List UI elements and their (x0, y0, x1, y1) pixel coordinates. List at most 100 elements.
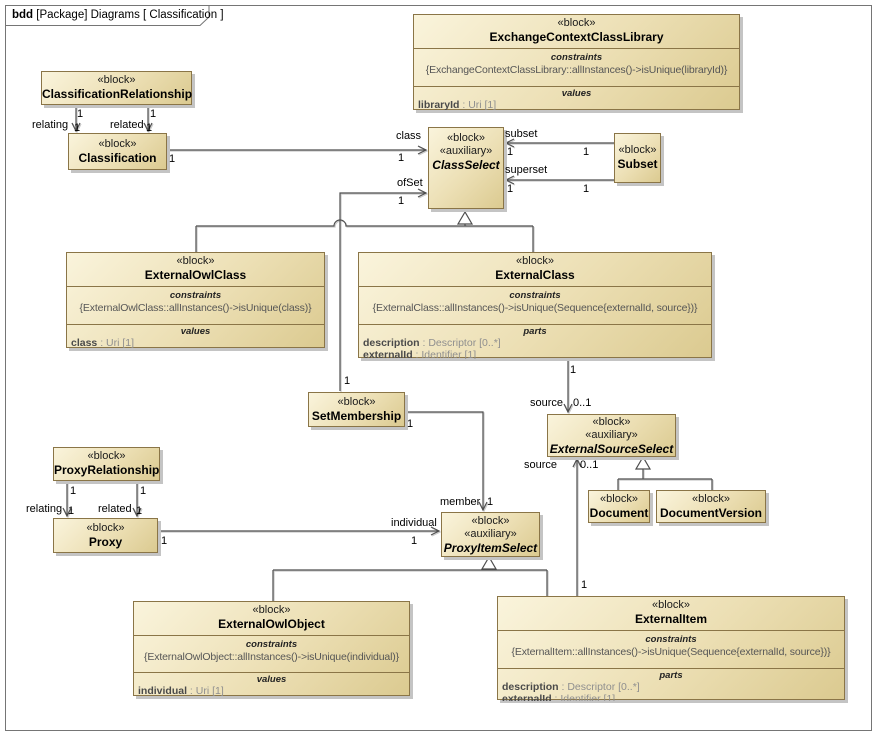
label-mult: 1 (507, 146, 514, 158)
part-name: externalId (363, 348, 413, 359)
block-name: Document (589, 505, 649, 520)
label-mult: 1 (136, 505, 143, 517)
label-mult: 1 (150, 108, 157, 120)
diagram-kind: bdd (12, 9, 34, 21)
block-external-source-select[interactable]: «block» «auxiliary» ExternalSourceSelect (547, 414, 676, 457)
label-mult: 0..1 (580, 459, 599, 471)
label-role-ofset: ofSet (397, 177, 423, 189)
block-external-owl-class[interactable]: «block» ExternalOwlClass constraints {Ex… (66, 252, 325, 349)
constraint-text: {ExternalClass::allInstances()->isUnique… (372, 302, 698, 314)
stereotype-block: «block» (516, 255, 554, 267)
generalization-to-classselect[interactable] (195, 219, 534, 252)
label-role-source: source (530, 397, 564, 409)
label-mult: 1 (140, 485, 147, 497)
stereotype-block: «block» (692, 492, 730, 505)
constraint-text: {ExternalOwlObject::allInstances()->isUn… (144, 651, 399, 663)
block-name: ProxyRelationship (54, 463, 160, 477)
stereotype-block: «block» (618, 144, 657, 156)
stereotype-block: «block» (600, 492, 638, 505)
label-role-related: related (98, 503, 132, 515)
block-name: ExternalSourceSelect (549, 442, 674, 456)
assoc-setmembership-classselect[interactable] (339, 188, 428, 391)
stereotype-block: «block» (97, 74, 136, 86)
part-type: : Descriptor [0..*] (558, 681, 640, 693)
label-role-member: member (440, 496, 481, 508)
label-mult: 1 (581, 579, 588, 591)
part-name: description (363, 337, 420, 349)
compartment-label-constraints: constraints (509, 290, 561, 301)
part-name: description (502, 681, 559, 693)
block-name: Proxy (88, 534, 123, 549)
generalization-triangle-classselect (456, 210, 474, 225)
block-external-owl-object[interactable]: «block» ExternalOwlObject constraints {E… (133, 601, 410, 697)
stereotype-auxiliary: «auxiliary» (585, 429, 638, 441)
label-mult: 1 (583, 183, 590, 195)
part-type: : Identifier [1] (551, 692, 616, 701)
block-proxy[interactable]: «block» Proxy (53, 518, 158, 553)
label-role-relating: relating (26, 503, 63, 515)
block-proxy-item-select[interactable]: «block» «auxiliary» ProxyItemSelect (441, 512, 540, 557)
diagram-name: [Package] Diagrams [ Classification ] (33, 9, 224, 21)
label-mult: 1 (398, 195, 405, 207)
stereotype-auxiliary: «auxiliary» (439, 145, 493, 157)
label-role-relating: relating (32, 119, 69, 131)
block-name: ClassificationRelationship (42, 87, 193, 101)
block-classification-relationship[interactable]: «block» ClassificationRelationship (41, 71, 192, 105)
block-exchange-context-class-library[interactable]: «block» ExchangeContextClassLibrary cons… (413, 14, 740, 111)
stereotype-block: «block» (87, 450, 126, 462)
stereotype-block: «block» (471, 515, 510, 527)
generalization-triangle-proxyitemselect (480, 555, 498, 570)
label-mult: 1 (487, 496, 494, 508)
label-role-class: class (396, 130, 422, 142)
diagram-title: bdd [Package] Diagrams [ Classification … (12, 9, 224, 21)
value-type: : Uri [1] (187, 685, 224, 697)
label-mult: 1 (507, 183, 514, 195)
block-name: ExternalOwlObject (218, 617, 325, 631)
compartment-label-parts: parts (523, 326, 547, 337)
constraint-text: {ExchangeContextClassLibrary::allInstanc… (425, 64, 728, 76)
stereotype-block: «block» (557, 17, 596, 29)
stereotype-block: «block» (592, 416, 631, 428)
block-name: ExternalClass (495, 268, 575, 282)
constraint-text: {ExternalOwlClass::allInstances()->isUni… (79, 302, 312, 314)
compartment-label-parts: parts (659, 670, 683, 681)
block-classification[interactable]: «block» Classification (68, 133, 167, 170)
stereotype-block: «block» (252, 604, 291, 616)
block-name: ProxyItemSelect (443, 541, 538, 555)
block-name: SetMembership (311, 408, 402, 423)
label-mult: 1 (411, 535, 418, 547)
label-mult: 1 (77, 108, 84, 120)
stereotype-block: «block» (98, 137, 137, 150)
label-mult: 1 (583, 146, 590, 158)
block-external-item[interactable]: «block» ExternalItem constraints {Extern… (497, 596, 845, 701)
label-mult: 1 (68, 505, 75, 517)
block-set-membership[interactable]: «block» SetMembership (308, 392, 405, 427)
block-name: ExternalOwlClass (144, 268, 247, 282)
block-name: ExchangeContextClassLibrary (489, 30, 664, 44)
generalization-to-externalsourceselect[interactable] (617, 469, 713, 490)
label-role-superset: superset (505, 164, 548, 176)
label-role-individual: individual (391, 517, 437, 529)
compartment-label-values: values (180, 326, 211, 337)
block-name: ExternalItem (634, 612, 708, 626)
block-subset[interactable]: «block» Subset (614, 133, 661, 183)
stereotype-block: «block» (337, 395, 376, 408)
block-document-version[interactable]: «block» DocumentVersion (656, 490, 766, 523)
compartment-label-constraints: constraints (550, 52, 603, 63)
value-name: libraryId (418, 99, 460, 111)
block-class-select[interactable]: «block» «auxiliary» ClassSelect (428, 127, 504, 209)
generalization-triangle-externalsourceselect (634, 455, 652, 470)
stereotype-block: «block» (176, 255, 215, 267)
stereotype-auxiliary: «auxiliary» (464, 528, 517, 540)
compartment-label-values: values (256, 674, 287, 685)
assoc-setmembership-proxyitemselect[interactable] (405, 411, 488, 512)
block-external-class[interactable]: «block» ExternalClass constraints {Exter… (358, 252, 712, 359)
block-name: ClassSelect (432, 158, 500, 172)
label-mult: 1 (70, 485, 77, 497)
value-name: individual (138, 685, 188, 697)
block-document[interactable]: «block» Document (588, 490, 650, 523)
block-name: Classification (78, 150, 157, 165)
value-name: class (71, 337, 98, 349)
block-proxy-relationship[interactable]: «block» ProxyRelationship (53, 447, 160, 481)
